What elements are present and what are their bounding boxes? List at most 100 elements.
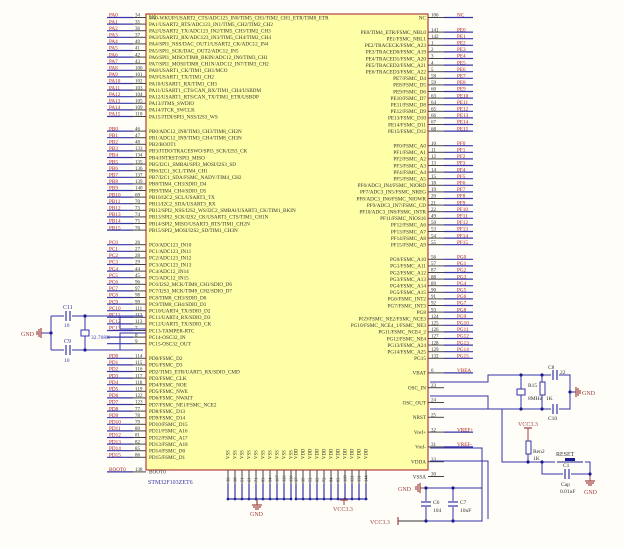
pin-function: VSS [255,450,260,459]
pin-number: 77 [135,407,141,412]
net-label: PF5 [457,174,466,180]
pin-number: 87 [431,269,437,274]
pin-function: PF4/FSMC_A4 [393,170,426,176]
net-label: PG3 [457,274,467,280]
c10-ref: C10 [548,416,557,422]
net-label: PA2 [109,26,118,32]
net-label: PF15 [457,240,468,246]
r15-ref: R15 [528,383,537,389]
capacitor-c6 [421,501,431,507]
pin-number: 75 [135,220,141,225]
pin-function: PE11/FSMC_D8 [391,103,427,109]
pin-number: 39 [301,477,306,482]
pin-number: 114 [135,355,143,360]
pin-function: PC11/UART4_RX/SDIO_D3 [149,315,211,321]
pin-number: 67 [431,121,437,126]
pin-function: PE6/TRACED3/FSMC_A22 [366,70,427,76]
pin-number: 106 [431,14,439,19]
pin-number: 94 [268,477,273,482]
pin-function: VDD [302,448,307,459]
net-label: PE8 [457,80,466,86]
pin-function: VSS [290,450,295,459]
net-label: PG14 [457,347,469,353]
net-label: PE6 [457,67,466,73]
net-label: PC0 [109,240,118,246]
pin-function: PF5/FSMC_A5 [393,177,426,183]
pin-number: 3 [431,55,434,60]
net-label: PB10 [109,192,121,198]
net-label: PE1 [457,34,466,40]
pin-function: PE10/FSMC_D7 [391,96,427,102]
net-label: PA0 [109,13,118,19]
pin-number: 130 [289,475,294,482]
pin-number: 110 [135,113,143,118]
net-label: PA5 [109,46,118,52]
pin-number: 93 [431,308,437,313]
net-label: PE5 [457,60,466,66]
net-label: PD4 [109,380,119,386]
net-label: PC7 [109,286,118,292]
net-label: PD5 [109,387,119,393]
pin-function: VSS [248,450,253,459]
pin-number: 36 [135,27,141,32]
pin-function: PF1/FSMC_A1 [393,150,426,156]
pin-function: VSS [234,450,239,459]
pin-function: PG10/FSMC_NCE4_1/FSMC_NE3 [351,323,427,329]
net-label: PA12 [109,92,121,98]
net-label: PD13 [109,439,121,445]
net-label: PA11 [109,85,121,91]
r15-value: 1K [546,396,553,402]
pin-function: VDD [309,448,314,459]
net-label: PF12 [457,220,468,226]
pin-vdd: VDD 39 [301,448,307,501]
reset-button[interactable] [555,458,585,463]
pin-function: PC0/ADC123_IN10 [149,243,192,249]
net-label: PF3 [457,161,466,167]
pin-number: 122 [135,394,143,399]
pin-number: 9 [135,340,138,345]
pin-function: PA14/JTCK_SWCLK [149,108,195,114]
pin-function: PG6/FSMC_INT2 [388,297,427,303]
pin-number: 111 [135,307,143,312]
pin-number: 20 [431,195,437,200]
pin-number: 19 [431,188,437,193]
net-label: PB4 [109,153,118,159]
pin-function: PF15/FSMC_A9 [391,243,427,249]
net-label: PB14 [109,219,121,225]
junctions-reset [526,460,592,476]
pin-function: VDD [295,448,300,459]
net-label: PG12 [457,334,469,340]
pin-function: PC5/ADC12_IN15 [149,276,189,282]
pin-number: 41 [135,47,141,52]
pin-number: 71 [254,478,259,482]
net-label: PG7 [457,301,467,307]
